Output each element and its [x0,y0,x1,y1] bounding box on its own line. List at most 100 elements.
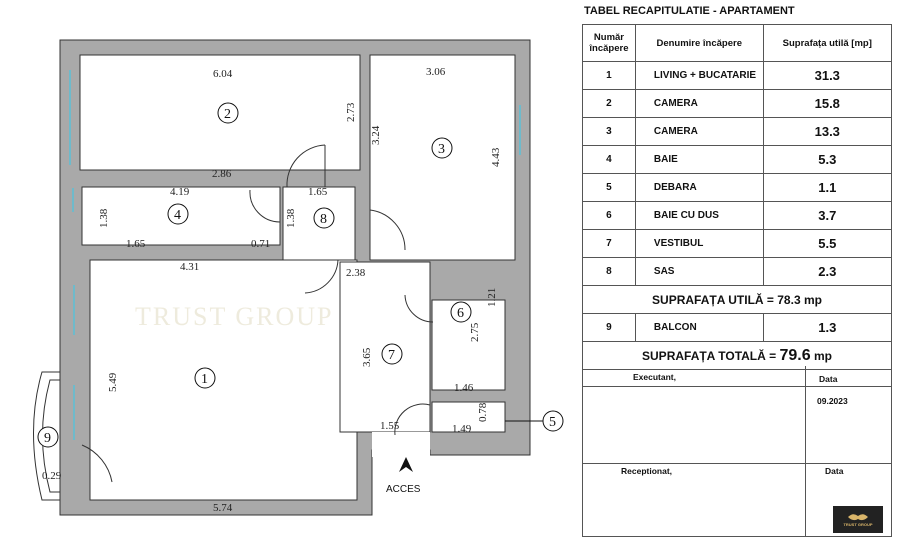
cell-name: BAIE [634,145,764,174]
cell-num: 8 [582,257,636,286]
room-number-3: 3 [438,142,445,157]
dim-label: 2.38 [346,267,366,279]
date-label-2: Data [825,466,844,476]
floor-plan: TRUST GROUP 6.04 2.73 3.24 3.06 4.43 2.8… [33,39,564,516]
windows [69,70,521,440]
room-number-8: 8 [320,212,327,227]
dim-label: 3.65 [361,347,373,367]
receptionat-label: Receptionat, [621,466,673,476]
room-number-2: 2 [224,107,231,122]
dim-label: 1.46 [454,382,474,394]
signature-block: Executant, Data 09.2023 Receptionat, Dat… [582,366,892,537]
dim-label: 1.38 [98,208,110,228]
room-number-7: 7 [388,348,395,363]
access-arrow-icon [399,457,413,472]
cell-num: 1 [582,61,636,90]
cell-num: 9 [582,313,636,342]
room-number-5: 5 [549,415,556,430]
header-name: Denumire încăpere [634,24,764,62]
cell-area: 1.3 [762,313,893,342]
dim-label: 0.71 [251,238,270,250]
logo-text: TRUST GROUP [843,522,873,527]
dim-label: 2.86 [212,168,232,180]
useful-total: SUPRAFAȚA UTILĂ = 78.3 mp [582,285,892,314]
header-area: Suprafața utilă [mp] [762,24,893,62]
cell-area: 1.1 [762,173,893,202]
watermark: TRUST GROUP [135,302,334,331]
room-numbers [37,102,564,448]
cell-name: VESTIBUL [634,229,764,258]
header-number: Număr încăpere [582,24,636,62]
dim-label: 4.31 [180,261,199,273]
dim-label: 5.74 [213,502,233,514]
dim-label: 6.04 [213,68,233,80]
cell-name: DEBARA [634,173,764,202]
dim-label: 3.24 [370,125,382,145]
cell-area: 31.3 [762,61,893,90]
cell-num: 3 [582,117,636,146]
date-value: 09.2023 [817,396,848,406]
handshake-icon [848,514,868,521]
dim-label: 1.38 [285,208,297,228]
cell-area: 13.3 [762,117,893,146]
grand-total: SUPRAFAȚA TOTALĂ = 79.6 mp [582,341,892,370]
trust-group-logo: TRUST GROUP [833,506,883,533]
cell-name: BAIE CU DUS [634,201,764,230]
dim-label: 4.43 [490,147,502,167]
room-number-6: 6 [457,306,464,321]
cell-area: 2.3 [762,257,893,286]
dimension-labels: 6.04 2.73 3.24 3.06 4.43 2.86 4.19 1.65 … [42,66,502,514]
useful-total-row: SUPRAFAȚA UTILĂ = 78.3 mp [582,285,892,314]
dim-label: 5.49 [107,372,119,392]
access-label: ACCES [386,484,421,495]
cell-name: BALCON [634,313,764,342]
entry-gap [372,432,430,457]
cell-area: 5.5 [762,229,893,258]
date-label: Data [819,374,838,384]
room-5 [431,401,506,433]
dim-label: 4.19 [170,186,190,198]
cell-name: CAMERA [634,89,764,118]
cell-area: 3.7 [762,201,893,230]
dim-label: 2.73 [345,102,357,122]
dim-label: 3.06 [426,66,446,78]
total-label: SUPRAFAȚA TOTALĂ = [642,348,777,363]
dim-label: 0.29 [42,470,62,482]
cell-name: SAS [634,257,764,286]
cell-name: CAMERA [634,117,764,146]
cell-area: 15.8 [762,89,893,118]
dim-label: 1.65 [126,238,146,250]
room-number-9: 9 [44,431,51,446]
dim-label: 1.55 [380,420,400,432]
room-1 [89,259,358,501]
doors [81,144,434,483]
room-number-4: 4 [174,208,181,223]
dim-label: 2.75 [469,322,481,342]
dim-label: 1.21 [486,288,498,307]
cell-num: 2 [582,89,636,118]
cell-num: 5 [582,173,636,202]
executant-label: Executant, [633,372,676,382]
cell-name: LIVING + BUCATARIE [634,61,764,90]
room-number-1: 1 [201,372,208,387]
dim-label: 1.65 [308,186,328,198]
table-header: Număr încăpere Denumire încăpere Suprafa… [582,24,893,62]
summary-table: Număr încăpere Denumire încăpere Suprafa… [582,24,893,370]
table-title: TABEL RECAPITULATIE - APARTAMENT [584,5,795,17]
cell-num: 6 [582,201,636,230]
cell-num: 4 [582,145,636,174]
total-value: 79.6 [779,346,811,364]
cell-num: 7 [582,229,636,258]
cell-area: 5.3 [762,145,893,174]
dim-label: 1.49 [452,423,472,435]
total-unit: mp [813,348,832,363]
grand-total-row: SUPRAFAȚA TOTALĂ = 79.6 mp [582,341,892,370]
